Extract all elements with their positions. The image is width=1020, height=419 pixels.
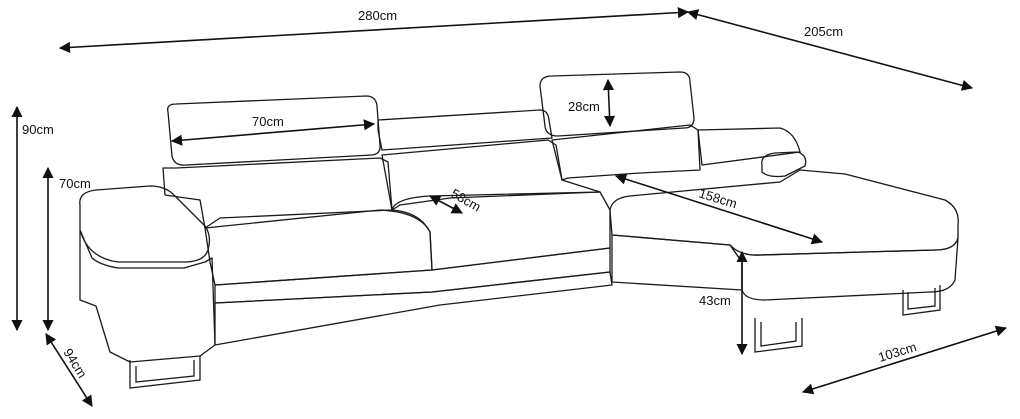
headrest-right <box>539 71 695 137</box>
label-chaise-width: 103cm <box>876 339 918 365</box>
seat-cushion-middle <box>391 191 611 271</box>
dim-line-chaise-depth <box>686 9 974 91</box>
label-total-height: 90cm <box>22 122 54 137</box>
leg-chaise-front <box>754 318 803 353</box>
right-backrest <box>697 127 801 166</box>
chaise-front <box>729 237 959 301</box>
dim-line-total-width <box>58 6 690 54</box>
leg-chaise-back <box>902 285 941 316</box>
dim-line-seat-depth <box>429 195 463 214</box>
dimension-lines <box>11 6 1008 407</box>
sofa-base-front <box>214 247 611 304</box>
back-cushion-right <box>551 124 701 181</box>
label-headrest-height: 28cm <box>568 99 600 114</box>
label-chaise-length: 158cm <box>697 186 739 212</box>
headrest-middle <box>377 109 553 151</box>
dim-line-headrest-height <box>602 78 616 128</box>
label-chaise-depth: 205cm <box>804 24 843 39</box>
dim-line-chaise-length <box>614 173 824 245</box>
headrest-left <box>167 95 381 166</box>
dim-line-sofa-depth <box>45 333 93 407</box>
label-headrest-width: 70cm <box>252 114 284 129</box>
seat-cushion-left <box>204 209 433 286</box>
sofa-base-lower <box>214 271 613 346</box>
left-arm-body <box>79 229 216 363</box>
label-total-width: 280cm <box>358 8 397 23</box>
leg-front-left <box>129 356 201 389</box>
dim-line-headrest-width <box>170 119 376 146</box>
sofa-outline <box>79 71 959 389</box>
label-seat-depth: 58cm <box>449 186 484 215</box>
dimension-labels: 280cm 205cm 90cm 70cm 94cm 70cm 28cm 58c… <box>22 8 918 381</box>
dim-line-chaise-width <box>801 325 1008 395</box>
chaise-side <box>611 234 743 291</box>
label-seat-height: 43cm <box>699 293 731 308</box>
left-armrest-pad <box>79 185 211 263</box>
label-seat-back-height: 70cm <box>59 176 91 191</box>
chaise-top <box>609 169 959 256</box>
back-cushion-left <box>162 157 393 229</box>
back-cushion-middle <box>381 139 601 211</box>
